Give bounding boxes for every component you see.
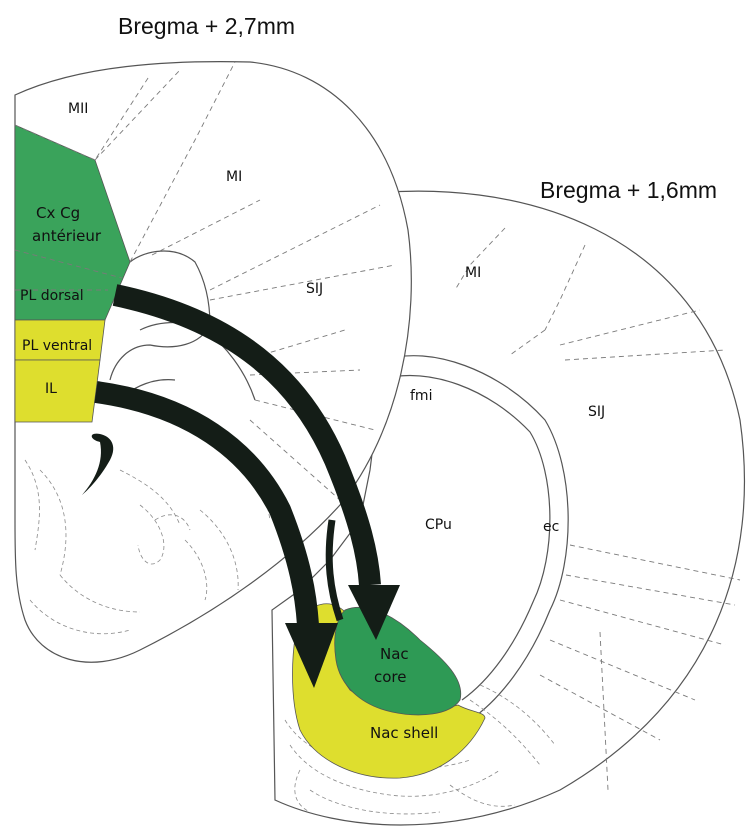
label-sij-anterior: SIJ — [306, 281, 323, 297]
label-mi-anterior: MI — [226, 169, 242, 185]
label-mii: MII — [68, 101, 88, 117]
label-cpu: CPu — [425, 517, 452, 533]
label-sij-posterior: SIJ — [588, 404, 605, 420]
anterior-section-title: Bregma + 2,7mm — [118, 13, 295, 39]
label-cx-cg-line2: antérieur — [32, 227, 102, 245]
label-ec: ec — [543, 519, 559, 535]
label-nac-core-line2: core — [374, 668, 407, 686]
label-nac-core-line1: Nac — [380, 645, 409, 663]
label-il: IL — [45, 381, 57, 397]
label-fmi: fmi — [410, 388, 432, 404]
label-pl-dorsal: PL dorsal — [20, 288, 84, 304]
label-nac-shell: Nac shell — [370, 724, 438, 742]
label-cx-cg-line1: Cx Cg — [36, 204, 80, 222]
il-region — [15, 360, 100, 422]
label-mi-posterior: MI — [465, 265, 481, 281]
posterior-section-title: Bregma + 1,6mm — [540, 177, 717, 203]
label-pl-ventral: PL ventral — [22, 338, 92, 354]
